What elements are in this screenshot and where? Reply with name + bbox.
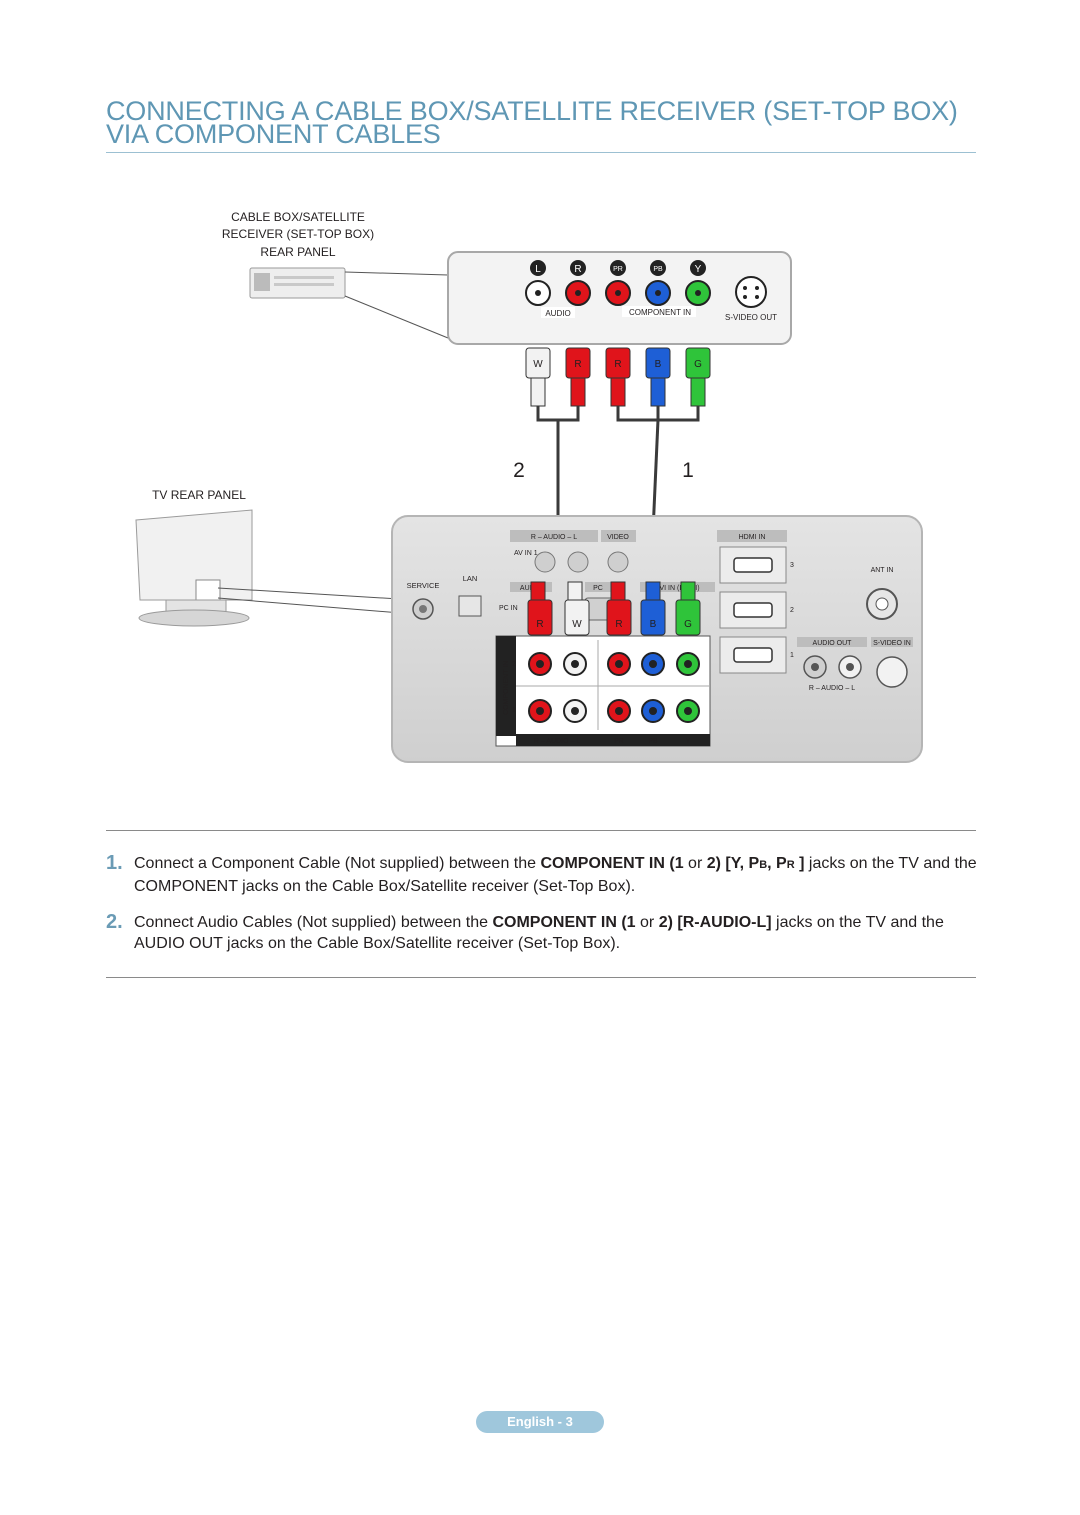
- component-in-row-2-jacks: [528, 652, 700, 676]
- connection-diagram: CABLE BOX/SATELLITE RECEIVER (SET-TOP BO…: [135, 210, 923, 763]
- plug-red-bottom: R: [527, 581, 553, 636]
- page-title-line-2: VIA COMPONENT CABLES: [106, 119, 441, 149]
- page-number-badge: English - 3: [476, 1411, 604, 1433]
- svg-text:HDMI IN: HDMI IN: [739, 534, 766, 541]
- stb-rear-panel: L R PR PB Y AUDIO COMPONENT IN S-VIDEO O…: [447, 251, 792, 345]
- plug-white-bottom: W: [564, 581, 590, 636]
- svg-text:2: 2: [790, 607, 794, 614]
- svg-text:R – AUDIO – L: R – AUDIO – L: [809, 685, 855, 692]
- cable-number-1: 1: [682, 459, 694, 482]
- svg-text:VIDEO: VIDEO: [607, 534, 629, 541]
- plug-blue-bottom: B: [640, 581, 666, 636]
- plug-green-bottom: G: [675, 581, 701, 636]
- plug-red-top: R: [565, 347, 591, 407]
- svg-text:DVI IN (HDMI): DVI IN (HDMI): [654, 585, 699, 592]
- step-1-number: 1.: [106, 852, 123, 874]
- svg-text:G: G: [684, 619, 692, 630]
- svg-text:AUDIO OUT: AUDIO OUT: [813, 640, 853, 647]
- svg-text:SERVICE: SERVICE: [407, 581, 440, 590]
- steps-bottom-rule: [106, 977, 976, 978]
- plug-red-top-2: R: [605, 347, 631, 407]
- svg-text:W: W: [572, 619, 582, 630]
- step-2-number: 2.: [106, 911, 123, 933]
- svg-text:G: G: [694, 359, 702, 370]
- svg-text:R: R: [574, 359, 581, 370]
- svg-text:3: 3: [790, 562, 794, 569]
- plug-white-top: W: [525, 347, 551, 407]
- svg-text:B: B: [655, 359, 662, 370]
- steps-top-rule: [106, 830, 976, 831]
- svg-text:R: R: [615, 619, 622, 630]
- plug-blue-top: B: [645, 347, 671, 407]
- tv-thumbnail: [135, 509, 253, 627]
- svg-text:2: 2: [512, 661, 516, 668]
- title-underline: [106, 152, 976, 153]
- svg-text:B: B: [650, 619, 657, 630]
- plug-green-top: G: [685, 347, 711, 407]
- svg-text:R – AUDIO – L: R – AUDIO – L: [534, 738, 580, 745]
- svg-text:REAR PANEL: REAR PANEL: [260, 245, 335, 259]
- plug-red-bottom-2: R: [606, 581, 632, 636]
- svg-text:W: W: [533, 359, 543, 370]
- page-title: CONNECTING A CABLE BOX/SATELLITE RECEIVE…: [106, 96, 976, 149]
- svg-text:PR: PR: [614, 738, 624, 745]
- component-in-row-1-jacks: [528, 699, 700, 723]
- stb-callout-lines: [344, 271, 449, 339]
- svg-text:1: 1: [512, 707, 516, 714]
- svg-text:Y: Y: [686, 738, 691, 745]
- svg-text:RECEIVER (SET-TOP BOX): RECEIVER (SET-TOP BOX): [222, 227, 374, 241]
- stb-jack-letters: L R PR PB Y: [530, 260, 706, 276]
- svg-text:LAN: LAN: [463, 574, 478, 583]
- svg-text:PC IN: PC IN: [499, 605, 518, 612]
- svg-text:1: 1: [790, 652, 794, 659]
- svg-text:S-VIDEO IN: S-VIDEO IN: [873, 640, 911, 647]
- top-plugs: W R R B G: [525, 347, 711, 407]
- set-top-box-thumbnail: [249, 267, 346, 299]
- tv-rear-panel-label: TV REAR PANEL: [152, 488, 246, 502]
- svg-text:AV IN 1: AV IN 1: [514, 550, 538, 557]
- svg-text:CABLE BOX/SATELLITE: CABLE BOX/SATELLITE: [231, 210, 365, 224]
- page-title-line-1: CONNECTING A CABLE BOX/SATELLITE RECEIVE…: [106, 96, 958, 126]
- svg-text:PB: PB: [653, 266, 663, 273]
- svg-text:COMPONENT IN: COMPONENT IN: [503, 661, 510, 715]
- svg-text:PB: PB: [648, 738, 658, 745]
- svg-text:L: L: [535, 264, 541, 275]
- svg-text:COMPONENT IN: COMPONENT IN: [629, 308, 691, 317]
- svg-text:PR: PR: [613, 266, 623, 273]
- svg-text:Y: Y: [695, 264, 702, 275]
- svg-text:ANT IN: ANT IN: [871, 567, 894, 574]
- stb-jacks: [525, 276, 767, 308]
- tv-rear-panel: SERVICE LAN R – AUDIO – L VIDEO AV IN 1 …: [391, 515, 923, 763]
- svg-text:PC: PC: [593, 585, 603, 592]
- svg-text:AUDIO: AUDIO: [545, 309, 570, 318]
- instruction-steps: 1. Connect a Component Cable (Not suppli…: [106, 853, 978, 969]
- svg-text:S-VIDEO OUT: S-VIDEO OUT: [725, 313, 777, 322]
- cable-number-2: 2: [513, 459, 525, 482]
- step-1: 1. Connect a Component Cable (Not suppli…: [106, 852, 977, 896]
- svg-text:R – AUDIO – L: R – AUDIO – L: [531, 534, 577, 541]
- svg-text:R: R: [536, 619, 543, 630]
- bottom-plugs: R W R B G: [527, 581, 701, 636]
- svg-text:R: R: [574, 264, 581, 275]
- svg-text:R: R: [614, 359, 621, 370]
- svideo-jack: [735, 276, 767, 308]
- step-2: 2. Connect Audio Cables (Not supplied) b…: [106, 911, 944, 953]
- stb-label: CABLE BOX/SATELLITE RECEIVER (SET-TOP BO…: [222, 210, 374, 259]
